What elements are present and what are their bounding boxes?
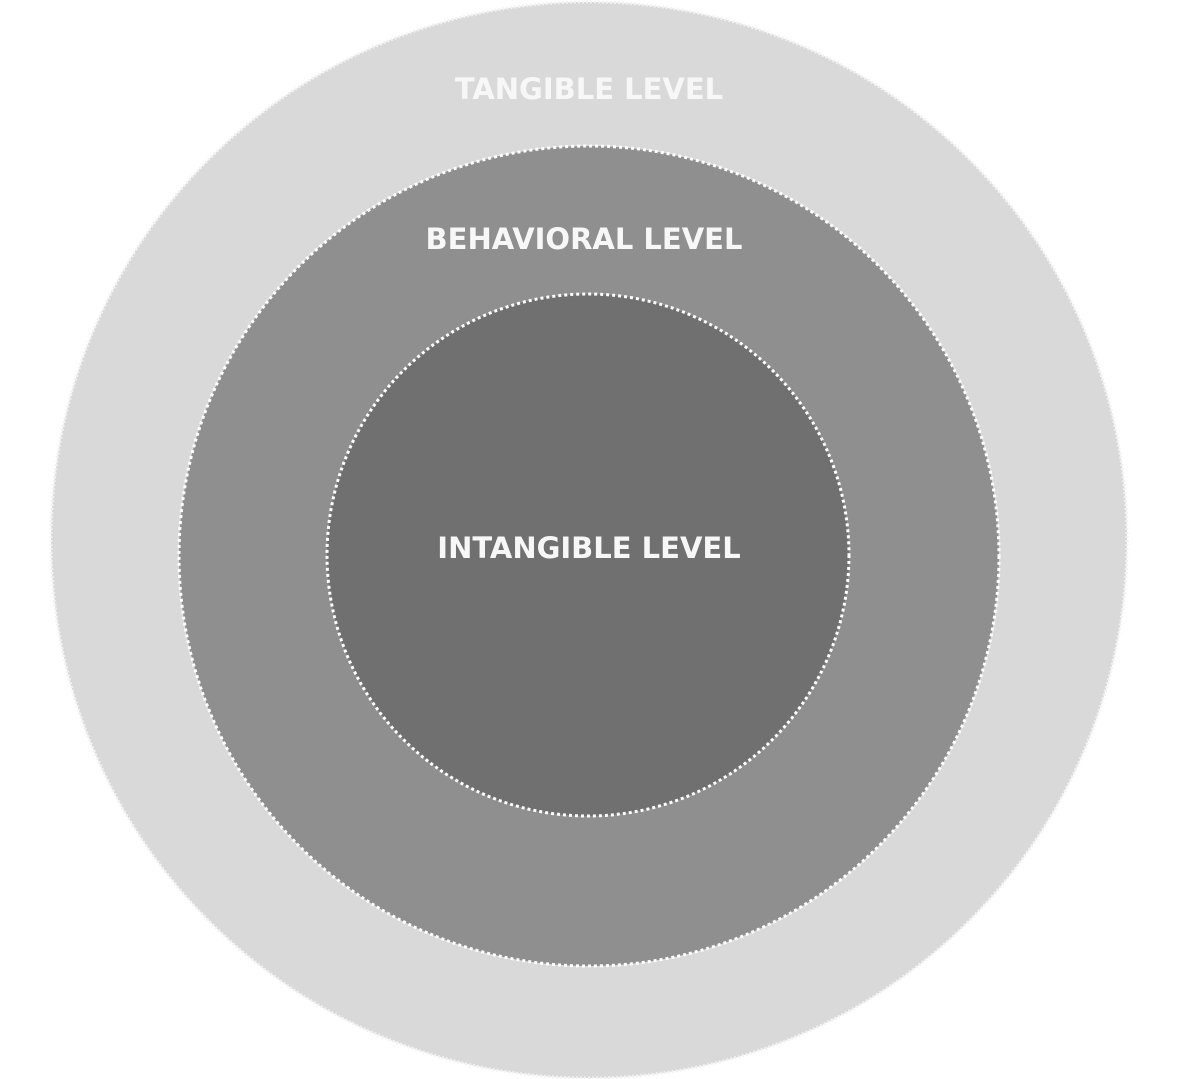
behavioral-level-label: BEHAVIORAL LEVEL [426,222,743,256]
tangible-level-label: TANGIBLE LEVEL [455,72,723,106]
intangible-level-label: INTANGIBLE LEVEL [437,531,740,565]
intangible-level-circle [325,292,851,818]
